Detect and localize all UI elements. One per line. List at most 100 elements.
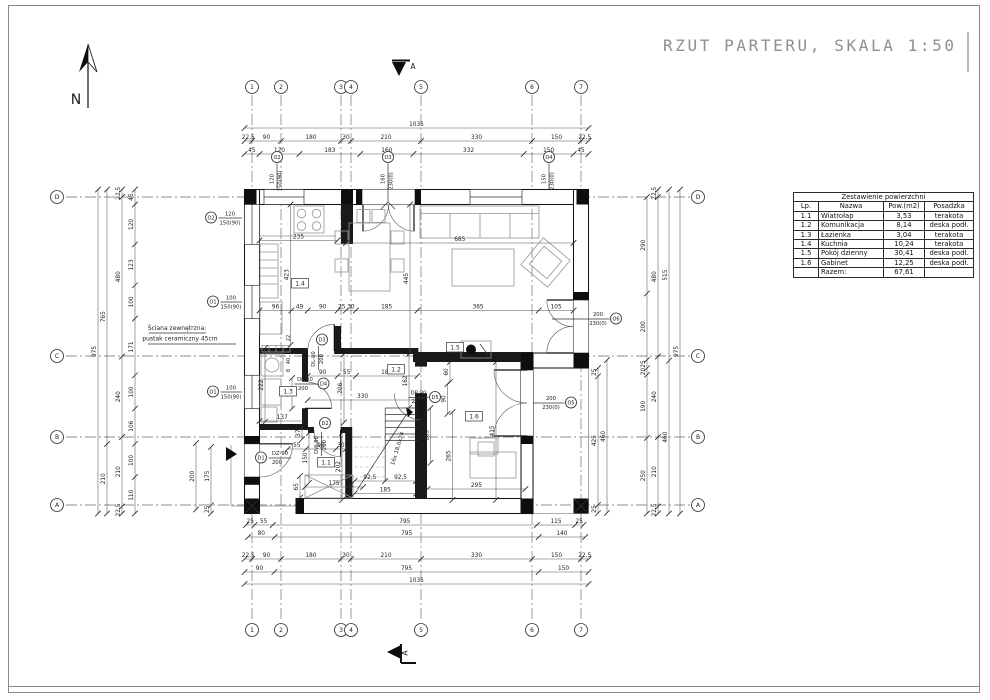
dim-gabinet-2-label: 90 [442, 395, 448, 403]
dim-tick [342, 307, 349, 314]
marker-text: 150(90) [221, 395, 242, 401]
dim-tick [424, 485, 431, 493]
room-label-1-5 [446, 342, 464, 353]
dim-tick [535, 568, 542, 576]
dim-tick [302, 445, 310, 453]
grid-bubble-6-top-label: 6 [530, 84, 534, 91]
dim-tick [417, 555, 425, 563]
dim-tick [131, 186, 139, 193]
dim-tick [338, 429, 346, 437]
marker-text: 200 [272, 460, 283, 466]
sheet-border-bottom [8, 686, 980, 687]
dim-top-openings-label: 183 [324, 148, 335, 154]
dim-tick [305, 429, 313, 437]
grid-bubble-B-right [691, 430, 705, 444]
table-cell: terakota [924, 229, 974, 241]
dim-tick [118, 193, 126, 201]
dim-entry-top-label: 30 [337, 443, 345, 449]
dim-hall-top-label: 55 [343, 370, 351, 376]
marker-O4 [543, 151, 555, 163]
dim-tick [577, 137, 585, 145]
col-header-nazwa: Nazwa [818, 201, 884, 212]
dim-gabinet-3-label: 265 [447, 450, 453, 461]
grid-bubble-2-bottom [274, 623, 288, 637]
dim-int-main-label: 185 [381, 305, 392, 311]
marker-text: 120 [270, 173, 276, 184]
column-x [244, 498, 260, 514]
marker-D4-label: D4 [320, 381, 327, 387]
dim-tick [444, 410, 451, 417]
grid-bubble-5-top [414, 80, 428, 94]
table-cell: terakota [924, 239, 974, 250]
dim-int-main-label: 90 [319, 305, 327, 311]
wall-note-line2: pustak ceramiczny 45cm [142, 336, 217, 343]
door-arc-D1 [259, 443, 293, 478]
dim-hall-h-label: 206 [338, 382, 344, 393]
wall-cap [573, 353, 589, 368]
dim-int-main-label: 365 [473, 305, 484, 311]
dim-tick [342, 445, 349, 453]
area-table-grid: Zestawienie powierzchni Lp. Nazwa Pow.(m… [793, 191, 974, 278]
dim-tick [287, 341, 294, 349]
dim-tick [118, 433, 126, 441]
toilet [260, 406, 278, 423]
dim-top-grid-label: 330 [471, 135, 482, 141]
table-cell: 1.6 [793, 257, 819, 269]
dim-tick [406, 349, 414, 356]
dim-left-openings-label: 100 [129, 296, 135, 307]
dim-bottom-grid-label: 180 [305, 553, 316, 559]
dim-tick [594, 501, 602, 508]
wall-stair-left [345, 427, 353, 499]
table-cell: deska podł. [924, 248, 974, 259]
dim-tick [654, 510, 662, 517]
table-cell: 1.2 [793, 220, 819, 231]
stair-walkline [356, 408, 411, 491]
room-label-1-3-text: 1.3 [283, 389, 293, 396]
marker-text: 230(0) [589, 321, 607, 327]
dim-bottom-3-label: 795 [401, 566, 412, 572]
marker-v [380, 201, 389, 210]
dim-tick [288, 307, 295, 314]
marker-text: 200 [322, 439, 328, 450]
north-arrow-left [79, 44, 88, 72]
room-label-1-6 [465, 411, 483, 422]
dim-tick [577, 555, 585, 563]
dim-tick [427, 404, 434, 412]
chair [390, 230, 405, 245]
dim-tick [582, 533, 589, 541]
dim-top-grid-label: 30 [342, 135, 350, 141]
marker-text: DW-80 [314, 436, 320, 454]
dim-hall-top-label: 185 [381, 370, 392, 376]
column-x [573, 498, 589, 514]
grid-bubble-1-bottom-label: 1 [250, 627, 254, 634]
dim-tick [103, 440, 111, 448]
grid-bubble-B-left [50, 430, 64, 444]
dining-table [348, 222, 391, 292]
dim-tick [241, 137, 248, 145]
dim-top-grid-label: 180 [305, 135, 316, 141]
table-cell: Gabinet [818, 257, 884, 269]
dim-tick [654, 503, 662, 510]
dim-tick [241, 555, 248, 563]
grid-bubble-7-top [574, 80, 588, 94]
grid-bubble-4-top-label: 4 [349, 84, 353, 91]
dim-kitchen-h-label: 423 [285, 269, 291, 280]
grid-bubble-5-top-label: 5 [419, 84, 423, 91]
dim-stair-total-label: 185 [380, 488, 391, 494]
dim-tick [94, 186, 102, 193]
dim-text: 8 [286, 369, 292, 372]
dim-tick [118, 186, 126, 193]
dim-tick [241, 568, 248, 576]
dim-entry-top-label: 90 [317, 443, 325, 449]
dim-tick [342, 239, 350, 247]
grid-bubble-D-right [691, 190, 705, 204]
dim-tick [131, 405, 139, 412]
table-cell: 1.1 [793, 210, 819, 222]
table-cell: Pokój dzienny [818, 248, 884, 259]
north-arrow-right [87, 43, 98, 73]
marker-text: 230(0) [389, 172, 395, 190]
dim-tick [347, 137, 355, 145]
dim-tick [256, 417, 263, 425]
dim-right-1-label: 290 [641, 239, 647, 250]
